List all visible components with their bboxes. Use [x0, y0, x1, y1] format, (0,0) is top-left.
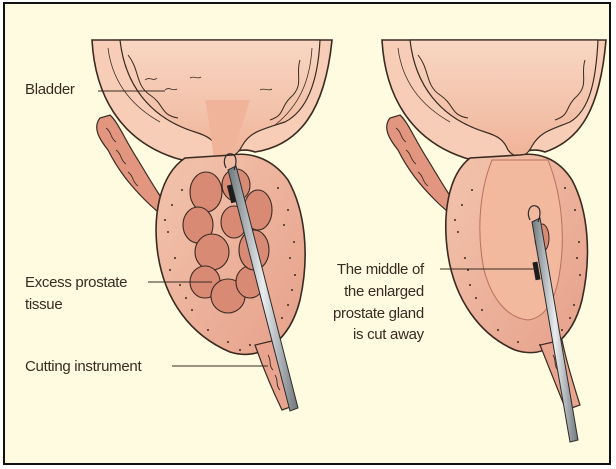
right-illustration	[382, 40, 606, 442]
label-cutting-instrument: Cutting instrument	[25, 356, 141, 378]
label-excess-prostate-tissue: Excess prostate tissue	[25, 272, 127, 316]
label-bladder: Bladder	[25, 79, 75, 101]
label-middle-cut-away: The middle of the enlarged prostate glan…	[333, 259, 424, 346]
